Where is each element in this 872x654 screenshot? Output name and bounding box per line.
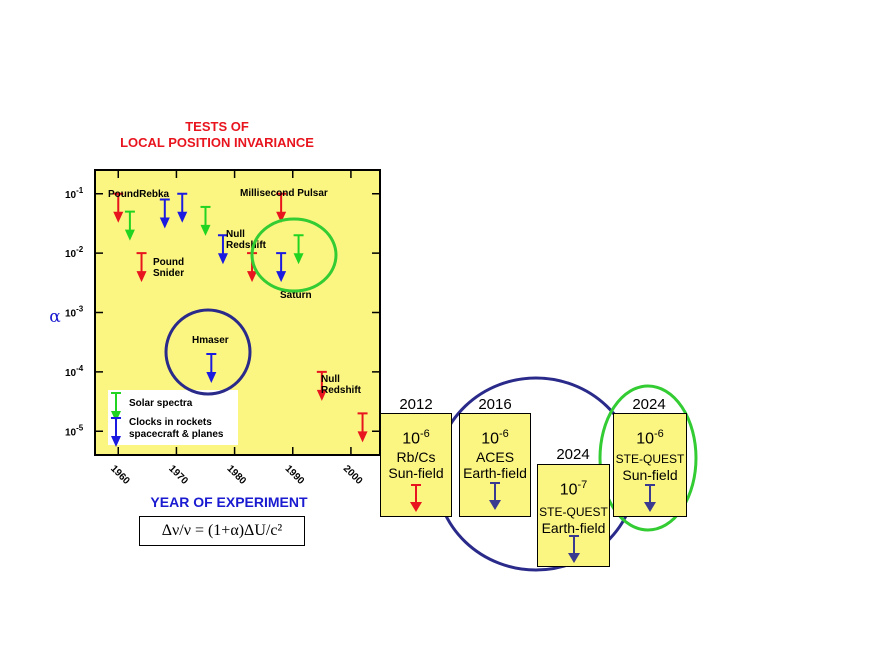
upper-limit-arrow-icon bbox=[410, 484, 422, 512]
projection-box-3: 10-7 STE-QUEST Earth-field bbox=[537, 464, 610, 567]
y-tick-label: 10-1 bbox=[65, 186, 84, 201]
data-point-arrow bbox=[206, 353, 217, 384]
data-point-arrow bbox=[136, 252, 147, 283]
x-axis-label: YEAR OF EXPERIMENT bbox=[150, 494, 308, 510]
y-tick-label: 10-2 bbox=[65, 245, 84, 260]
data-marks bbox=[113, 192, 368, 443]
data-point-arrow bbox=[113, 192, 124, 223]
upper-limit-arrow-icon bbox=[644, 484, 656, 512]
data-point-arrow bbox=[316, 370, 327, 401]
projection-box-4: 10-6 STE-QUEST Sun-field bbox=[613, 413, 687, 517]
projection-year-1: 2012 bbox=[399, 396, 433, 413]
title-line-1: TESTS OF bbox=[185, 119, 249, 134]
projection-value-4: 10-6 bbox=[636, 428, 664, 448]
legend-clocks-line-2: spacecraft & planes bbox=[129, 429, 224, 440]
x-tick-label: 1980 bbox=[224, 463, 248, 487]
data-point-arrow bbox=[357, 412, 368, 443]
y-tick-label: 10-3 bbox=[65, 305, 84, 320]
legend-clocks-line-1: Clocks in rockets bbox=[129, 417, 212, 428]
projection-box-2: 10-6 ACES Earth-field bbox=[459, 413, 531, 517]
annotation-redshift-1: Redshift bbox=[226, 240, 267, 251]
legend-marks bbox=[111, 392, 121, 447]
projection-year-3: 2024 bbox=[556, 446, 590, 463]
annotation-hmaser: Hmaser bbox=[192, 335, 229, 346]
projection-exponent-3: -7 bbox=[577, 479, 588, 491]
highlight-circle-green-saturn bbox=[250, 217, 338, 293]
projection-line-2b: Earth-field bbox=[463, 465, 527, 482]
upper-limit-arrow-icon bbox=[489, 482, 501, 510]
x-tick-label: 1970 bbox=[166, 463, 190, 487]
data-point-arrow bbox=[124, 210, 135, 241]
annotation-null-1: Null bbox=[226, 229, 245, 240]
projection-line-2a: ACES bbox=[475, 449, 515, 466]
projection-line-4b: Sun-field bbox=[622, 467, 678, 484]
data-point-arrow bbox=[159, 198, 170, 229]
legend-mark-clocks bbox=[111, 417, 121, 447]
y-axis-label: α bbox=[49, 307, 61, 327]
data-point-arrow bbox=[177, 192, 188, 223]
projection-value-2: 10-6 bbox=[481, 428, 509, 448]
y-tick-label: 10-5 bbox=[65, 423, 84, 438]
annotation-millisecond-pulsar: Millisecond Pulsar bbox=[240, 188, 328, 199]
annotation-poundrebka: PoundRebka bbox=[108, 189, 170, 200]
x-tick-label: 2000 bbox=[341, 463, 365, 487]
projection-exponent-2: -6 bbox=[499, 428, 509, 440]
highlight-circle-blue-hmaser bbox=[164, 308, 252, 396]
x-tick-label: 1990 bbox=[283, 463, 307, 487]
annotation-redshift-2: Redshift bbox=[321, 385, 362, 396]
legend-box bbox=[108, 390, 238, 445]
projection-value-3: 10-7 bbox=[559, 479, 588, 499]
data-point-arrow bbox=[217, 234, 228, 265]
projection-year-4: 2024 bbox=[632, 396, 666, 413]
projection-line-3a: STE-QUEST bbox=[539, 505, 608, 520]
projection-value-1: 10-6 bbox=[402, 428, 430, 448]
data-point-arrow bbox=[276, 192, 287, 223]
projection-line-3b: Earth-field bbox=[541, 520, 606, 537]
projection-exponent-1: -6 bbox=[420, 428, 430, 440]
axes: 10-1 10-2 10-3 10-4 10-5 1960 1970 1980 1990 2000 bbox=[65, 170, 380, 487]
data-point-arrow bbox=[293, 234, 304, 265]
y-tick-label: 10-4 bbox=[65, 364, 84, 379]
upper-limit-arrow-icon bbox=[567, 535, 580, 563]
projection-exponent-4: -6 bbox=[654, 428, 664, 440]
projection-line-1a: Rb/Cs bbox=[396, 449, 436, 466]
projection-line-4a: STE-QUEST bbox=[615, 452, 685, 467]
data-point-arrow bbox=[276, 252, 287, 283]
legend-solar-spectra: Solar spectra bbox=[129, 398, 193, 409]
annotation-pound: Pound bbox=[153, 257, 184, 268]
projection-box-1: 10-6 Rb/Cs Sun-field bbox=[380, 413, 452, 517]
projection-year-2: 2016 bbox=[478, 396, 512, 413]
data-point-arrow bbox=[200, 205, 211, 236]
formula-box: Δν/ν = (1+α)ΔU/c² bbox=[139, 516, 305, 546]
x-tick-label: 1960 bbox=[108, 463, 132, 487]
annotation-snider: Snider bbox=[153, 268, 184, 279]
annotation-null-2: Null bbox=[321, 374, 340, 385]
highlight-circle-green-projection bbox=[598, 384, 698, 532]
annotation-saturn: Saturn bbox=[280, 290, 312, 301]
title-line-2: LOCAL POSITION INVARIANCE bbox=[120, 135, 314, 150]
legend-mark-solar bbox=[111, 392, 121, 422]
projection-line-1b: Sun-field bbox=[388, 465, 444, 482]
